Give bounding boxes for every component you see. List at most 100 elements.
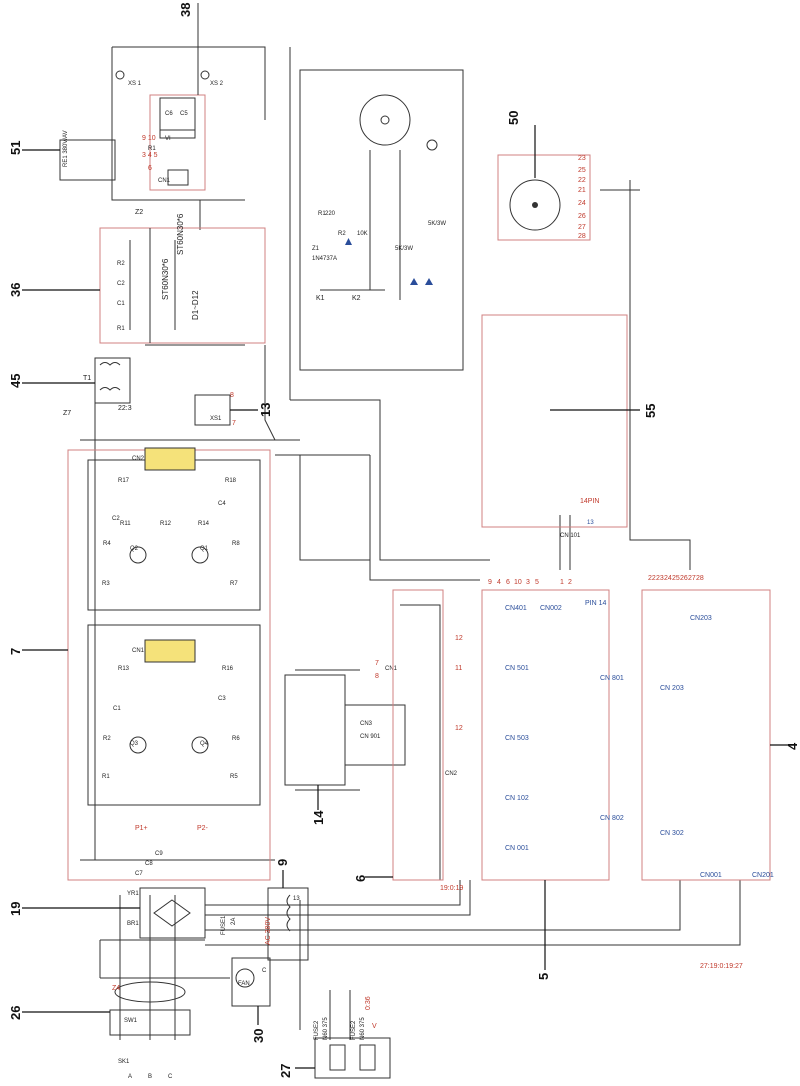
pin-26: 26 — [578, 213, 586, 220]
pin-7: 7 — [232, 420, 236, 427]
socket-xs1-icon — [115, 70, 125, 80]
ratio-13: 13 — [293, 896, 300, 902]
label-r1v: 220 — [325, 211, 336, 217]
label-cn501: CN 501 — [505, 665, 529, 672]
pin-6: 6 — [148, 165, 152, 172]
block-55: 14PIN CN 101 13 — [481, 314, 640, 539]
label-c3: C3 — [218, 696, 226, 702]
pin-22: 22 — [578, 177, 586, 184]
block-4: CN203 CN 203 CN 801 CN 802 CN 302 CN001 … — [600, 575, 790, 881]
label-r12: R12 — [160, 521, 172, 527]
label-cn302: CN 302 — [660, 830, 684, 837]
label-c8: C8 — [145, 861, 153, 867]
label-cn002: CN002 — [540, 605, 562, 612]
label-r5: R5 — [230, 774, 238, 780]
label-r6: R6 — [232, 736, 240, 742]
callout-38: 38 — [178, 3, 193, 17]
label-fan: FAN — [238, 981, 250, 987]
bridge-rectifier-icon — [153, 899, 191, 927]
fan-icon — [235, 968, 255, 988]
block-9: AC 380V FUSE1 2A 13 — [221, 870, 309, 961]
label-r14: R14 — [198, 521, 210, 527]
part-c2: C2 — [117, 281, 125, 287]
ratio: 22:3 — [118, 405, 132, 412]
label-r18: R18 — [225, 478, 237, 484]
label-p2: P2- — [197, 825, 209, 832]
label-cn3: CN3 — [360, 721, 373, 727]
label-r11: R11 — [120, 521, 131, 527]
label-c7: C7 — [135, 871, 143, 877]
label-pin14: PIN 14 — [585, 600, 607, 607]
label-cn901: CN 901 — [360, 734, 381, 740]
callout-13: 13 — [258, 403, 273, 417]
label-br1: BR1 — [127, 921, 139, 927]
block-6: CN2 19:0:19 — [365, 589, 463, 892]
phase-c: C — [168, 1074, 173, 1080]
pin-11: 11 — [455, 665, 462, 672]
pin-10: 10 — [514, 579, 522, 586]
label-cn1b: CN1 — [385, 666, 398, 672]
callout-55: 55 — [643, 404, 658, 418]
label-q4: Q4 — [200, 741, 209, 747]
label-r13: R13 — [118, 666, 130, 672]
label-r16: R16 — [222, 666, 234, 672]
block-50: 23 25 22 21 24 26 27 28 — [497, 125, 591, 241]
label-p1: 5K/3W — [395, 246, 413, 252]
label-pin13: 13 — [587, 520, 594, 526]
circular-connector-icon — [509, 179, 561, 231]
label-fuse3v: N60 375 — [360, 1017, 366, 1040]
block-36: R2 C2 C1 R1 ST60N30*6 ST60N30*6 D1~D12 Z… — [22, 209, 266, 344]
pins-910: 9 10 — [142, 135, 156, 142]
label-k1: K1 — [316, 295, 325, 302]
pin-24b: 24 — [664, 575, 672, 582]
label-q2: Q2 — [130, 546, 139, 552]
label-z1v: 1N4737A — [312, 256, 337, 262]
callout-19: 19 — [8, 902, 23, 916]
socket-xs2-icon — [200, 70, 210, 80]
label-xs1b: XS1 — [210, 416, 222, 422]
label-r4: R4 — [103, 541, 111, 547]
label-cn503: CN 503 — [505, 735, 529, 742]
callout-6: 6 — [353, 875, 368, 882]
part-cn1: CN1 — [158, 178, 171, 184]
label-cn401: CN401 — [505, 605, 527, 612]
block-19: YR1 BR1 C7 C8 C9 — [22, 851, 206, 939]
label-z4: Z4 — [112, 985, 120, 992]
wiring — [80, 46, 741, 1040]
label-cn101: CN 101 — [560, 533, 581, 539]
label-c1: C1 — [113, 706, 121, 712]
part-c5: C5 — [180, 111, 188, 117]
label-cn203: CN203 — [690, 615, 712, 622]
label-sw1: SW1 — [124, 1018, 138, 1024]
pin-23: 23 — [578, 155, 586, 162]
phase-b: B — [148, 1074, 152, 1080]
relay-subcircuit: K1 K2 R1 220 R2 10K Z1 1N4737A 5K/3W 5K/… — [299, 69, 464, 371]
label-cn203b: CN 203 — [660, 685, 684, 692]
label-cn801: CN 801 — [600, 675, 624, 682]
label-r1b: R1 — [102, 774, 110, 780]
pin-7b: 7 — [375, 660, 379, 667]
label-r7: R7 — [230, 581, 238, 587]
diode-a: ST60N30*6 — [161, 258, 170, 300]
pin-6b: 6 — [506, 579, 510, 586]
label-t1: T1 — [83, 375, 91, 382]
label-fuse2v: N60 375 — [323, 1017, 329, 1040]
label-cn102: CN 102 — [505, 795, 529, 802]
block-30: FAN C — [231, 957, 271, 1025]
block-14: CN3 CN 901 CN1 7 8 — [284, 660, 406, 810]
label-cn001: CN 001 — [505, 845, 529, 852]
block-5: CN401 CN002 PIN 14 CN 501 CN 503 CN 102 … — [455, 579, 610, 970]
callout-50: 50 — [506, 111, 521, 125]
pin-4: 4 — [497, 579, 501, 586]
pin-26b: 26 — [680, 575, 688, 582]
label-fan-c: C — [262, 968, 267, 974]
label-036: 0:36 — [365, 996, 372, 1010]
pin-3: 3 — [526, 579, 530, 586]
label-c2: C2 — [112, 516, 120, 522]
callout-27: 27 — [278, 1064, 293, 1078]
label-14pin: 14PIN — [580, 498, 599, 505]
block-51: RE1 380V/AV — [22, 130, 116, 181]
callout-4: 4 — [785, 742, 800, 750]
label-v: V — [372, 1023, 377, 1030]
label-xs1: XS 1 — [128, 81, 142, 87]
